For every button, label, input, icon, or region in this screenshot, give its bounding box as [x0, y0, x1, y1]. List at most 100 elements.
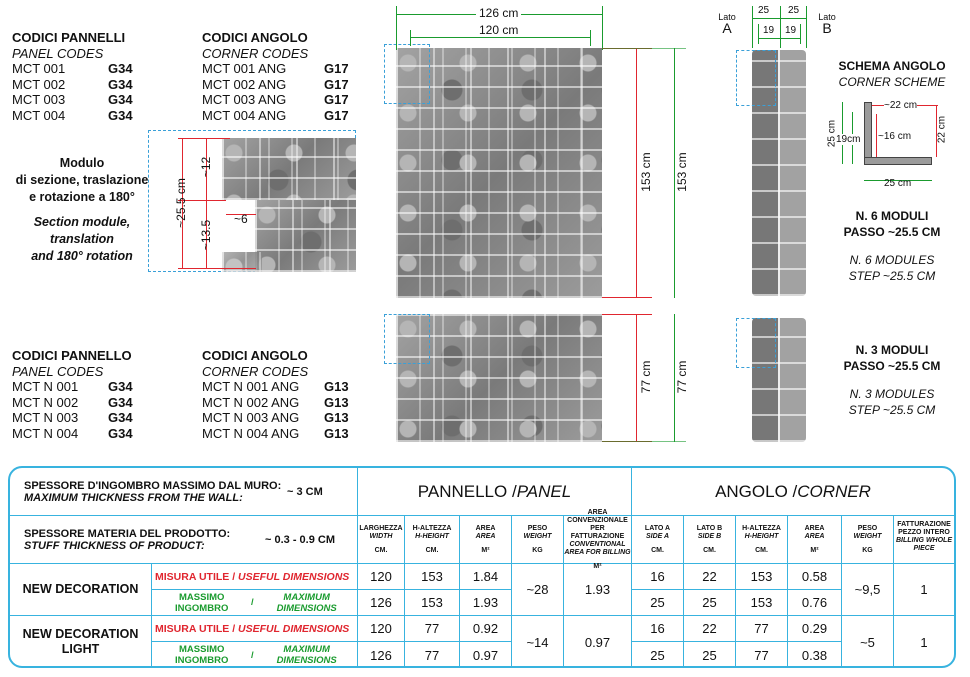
panel-light-module-marker — [384, 314, 430, 364]
panel-group-header: PANNELLO / PANEL — [358, 468, 632, 516]
table-cell-merged: 1 — [894, 564, 954, 616]
module-height-label: ~25.5 cm — [174, 178, 188, 228]
useful-dimensions-label: MISURA UTILE / USEFUL DIMENSIONS — [152, 616, 358, 642]
corner-outer-b: 25 — [788, 5, 800, 16]
module-shift-label: ~6 — [234, 212, 248, 226]
table-cell: 153 — [736, 564, 788, 590]
table-cell: 0.76 — [788, 590, 842, 616]
panel-codes-light-title: CODICI PANNELLO — [12, 348, 132, 363]
table-cell: 77 — [405, 616, 460, 642]
table-cell: 126 — [358, 590, 405, 616]
corner-codes-light-subtitle: CORNER CODES — [202, 363, 309, 379]
maximum-dimensions-label: MASSIMO INGOMBRO / MAXIMUM DIMENSIONS — [152, 642, 358, 666]
table-cell: 77 — [736, 642, 788, 666]
material-cell: SPESSORE MATERIA DEL PRODOTTO: STUFF THI… — [10, 516, 358, 564]
side-a-label: Lato A — [718, 12, 736, 36]
scheme-dim-bottom: 25 cm — [884, 178, 912, 189]
modules-3-block: N. 3 MODULI PASSO ~25.5 CM N. 3 MODULES … — [843, 343, 941, 417]
panel-height-light-b: 77 cm — [675, 347, 689, 407]
module-stones-top — [222, 138, 356, 200]
modules-6-block: N. 6 MODULI PASSO ~25.5 CM N. 6 MODULES … — [843, 209, 941, 283]
table-cell: 77 — [405, 642, 460, 666]
corner-codes-light-title: CODICI ANGOLO — [202, 348, 308, 363]
scheme-dim-inner: ~16 cm — [878, 131, 912, 142]
table-cell: 25 — [632, 590, 684, 616]
table-cell: 1.84 — [460, 564, 512, 590]
thickness-cell: SPESSORE D'INGOMBRO MASSIMO DAL MURO: MA… — [10, 468, 358, 516]
panel-inner-width: 120 cm — [476, 23, 522, 37]
scheme-dim-right: 22 cm — [936, 115, 948, 144]
table-cell: 0.29 — [788, 616, 842, 642]
table-cell: 16 — [632, 564, 684, 590]
panel-codes-light-subtitle: PANEL CODES — [12, 363, 104, 379]
spec-table: SPESSORE D'INGOMBRO MASSIMO DAL MURO: MA… — [8, 466, 956, 668]
scheme-dim-top: ~22 cm — [884, 100, 918, 111]
table-cell-merged: ~9,5 — [842, 564, 894, 616]
maximum-dimensions-label: MASSIMO INGOMBRO / MAXIMUM DIMENSIONS — [152, 590, 358, 616]
corner-scheme-side-b — [864, 157, 932, 165]
panel-height-full-a: 153 cm — [639, 142, 653, 202]
table-cell: 77 — [736, 616, 788, 642]
module-stones-bottom — [255, 200, 356, 272]
table-cell: 22 — [684, 616, 736, 642]
module-stones-edge — [222, 252, 262, 272]
corner-module-marker — [736, 50, 776, 106]
table-cell: 25 — [684, 642, 736, 666]
panel-image-full — [396, 48, 602, 298]
panel-outer-width: 126 cm — [476, 6, 522, 20]
table-cell: 153 — [405, 590, 460, 616]
side-b-label: Lato B — [818, 12, 836, 36]
table-cell: 16 — [632, 616, 684, 642]
table-cell: 126 — [358, 642, 405, 666]
corner-codes-title: CODICI ANGOLO — [202, 30, 308, 45]
table-cell: 0.97 — [460, 642, 512, 666]
table-cell-merged: 0.97 — [564, 616, 632, 666]
table-cell: 0.92 — [460, 616, 512, 642]
useful-dimensions-label: MISURA UTILE / USEFUL DIMENSIONS — [152, 564, 358, 590]
table-cell: 153 — [736, 590, 788, 616]
table-cell-merged: ~28 — [512, 564, 564, 616]
panel-codes-title: CODICI PANNELLI — [12, 30, 126, 45]
table-cell: 1.93 — [460, 590, 512, 616]
scheme-dim-left-inner: 19cm — [836, 134, 861, 145]
corner-light-module-marker — [736, 318, 776, 368]
table-cell: 153 — [405, 564, 460, 590]
panel-image-light — [396, 314, 602, 442]
module-description: Modulo di sezione, traslazione e rotazio… — [15, 156, 149, 263]
panel-height-light-a: 77 cm — [639, 347, 653, 407]
table-cell: 25 — [684, 590, 736, 616]
panel-height-full-b: 153 cm — [675, 142, 689, 202]
panel-codes-subtitle: PANEL CODES — [12, 45, 104, 61]
corner-inner-a: 19 — [763, 25, 775, 36]
table-cell: 120 — [358, 616, 405, 642]
table-cell: 120 — [358, 564, 405, 590]
module-bottom-label: ~13.5 — [199, 219, 213, 251]
table-cell: 22 — [684, 564, 736, 590]
panel-module-marker — [384, 44, 430, 104]
corner-codes-light: CODICI ANGOLO CORNER CODES MCT N 001 ANG… — [202, 348, 349, 441]
corner-inner-b: 19 — [785, 25, 797, 36]
corner-scheme-side-a — [864, 102, 872, 164]
